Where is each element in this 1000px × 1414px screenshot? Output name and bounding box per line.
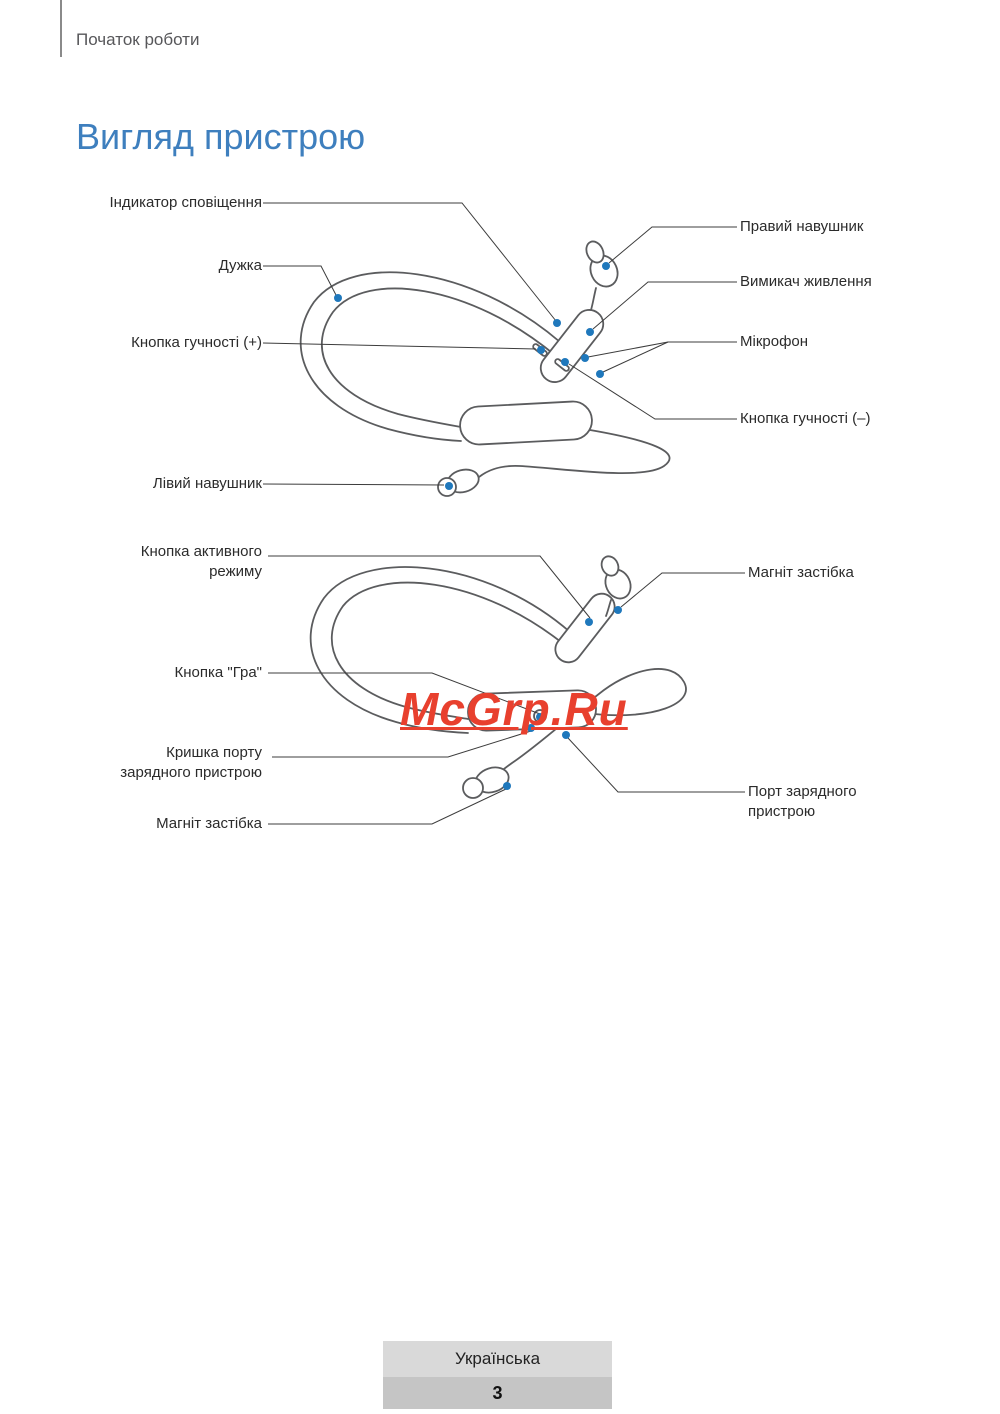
callout-line-microphone-branch-1 — [587, 341, 669, 358]
callout-dot-volume-down — [561, 358, 569, 366]
watermark: McGrp.Ru — [400, 683, 628, 735]
label-right-earbud: Правий навушник — [740, 218, 864, 235]
left-earbud-tip-bottom — [462, 777, 484, 799]
callout-dot-indicator — [553, 319, 561, 327]
neckband-outer-edge-bottom — [309, 566, 571, 734]
page-title: Вигляд пристрою — [76, 116, 366, 157]
callout-line-volume-down — [568, 363, 737, 420]
label-notification-indicator: Індикатор сповіщення — [109, 194, 262, 211]
callout-line-port-cover — [272, 730, 532, 758]
right-earbud-stem — [590, 287, 597, 311]
callout-dot-active-mode — [585, 618, 593, 626]
callout-line-magnet-left — [268, 788, 507, 825]
label-charger-port: Порт зарядного пристрою — [748, 783, 857, 820]
callout-dot-band — [334, 294, 342, 302]
label-active-mode-button: Кнопка активного режиму — [140, 543, 262, 580]
callouts-top — [262, 202, 737, 490]
section-header: Початок роботи — [76, 30, 200, 49]
callouts-bottom — [268, 555, 745, 825]
label-magnet-clasp-right: Магніт застібка — [748, 564, 854, 581]
label-microphone: Мікрофон — [740, 333, 809, 350]
right-earbud-stem-bottom — [605, 599, 612, 617]
callout-dot-port-cover — [527, 724, 535, 732]
label-play-button: Кнопка "Гра" — [174, 664, 262, 681]
callout-dot-charger-port — [562, 731, 570, 739]
callout-dot-microphone-2 — [596, 370, 604, 378]
headset-bottom-illustration — [309, 555, 687, 799]
label-volume-up-button: Кнопка гучності (+) — [131, 334, 262, 351]
label-band: Дужка — [218, 257, 262, 274]
label-volume-down-button: Кнопка гучності (–) — [740, 410, 871, 427]
right-earbud-tip-bottom — [600, 555, 620, 577]
callout-dot-right-earbud — [602, 262, 610, 270]
neckband-inner-edge — [321, 287, 557, 428]
callout-dot-magnet-left — [503, 782, 511, 790]
label-magnet-clasp-left: Магніт застібка — [156, 815, 262, 832]
label-charger-port-cover: Кришка порту зарядного пристрою — [120, 744, 262, 781]
callout-dot-left-earbud — [445, 482, 453, 490]
page-footer: Українська 3 — [383, 1341, 612, 1409]
header-divider-line — [60, 0, 62, 57]
neckband-outer-edge — [299, 271, 561, 442]
earbud-wire — [478, 429, 671, 478]
footer-page-number: 3 — [383, 1377, 612, 1409]
label-power-switch: Вимикач живлення — [740, 273, 872, 290]
callout-line-left-earbud — [262, 483, 445, 486]
callout-dot-play-button — [536, 713, 544, 721]
callout-line-right-earbud — [608, 226, 737, 264]
callout-line-magnet-right — [620, 572, 745, 608]
callout-dot-magnet-right — [614, 606, 622, 614]
callout-dot-volume-up — [537, 346, 545, 354]
play-button — [533, 709, 547, 723]
callout-line-volume-up — [262, 342, 537, 350]
earbud-wire-bottom — [495, 668, 687, 777]
label-left-earbud: Лівий навушник — [152, 475, 262, 492]
callout-line-play-button — [268, 672, 541, 715]
callout-dot-microphone-1 — [581, 354, 589, 362]
callout-line-band — [263, 265, 337, 296]
callout-line-indicator — [263, 202, 557, 322]
callout-line-charger-port — [567, 737, 745, 793]
callout-line-active-mode — [268, 555, 591, 619]
neckband-inner-edge-bottom — [331, 581, 567, 720]
right-earbud-tip — [585, 240, 605, 264]
callout-line-power-switch — [592, 281, 737, 330]
callout-line-microphone-branch-2 — [602, 341, 669, 373]
footer-language: Українська — [383, 1341, 612, 1377]
control-module-bottom — [554, 592, 616, 664]
battery-pod — [459, 400, 593, 446]
callout-dot-power-switch — [586, 328, 594, 336]
